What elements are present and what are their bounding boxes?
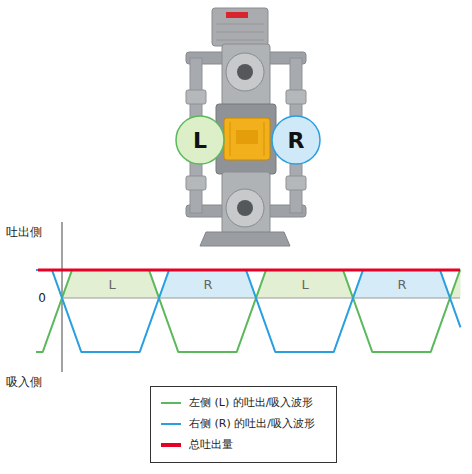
legend-swatch [161, 443, 181, 447]
base [200, 232, 290, 246]
bottom-flange [226, 189, 264, 227]
legend-swatch [161, 402, 181, 404]
motor [212, 8, 268, 46]
chamber-circle: L [175, 115, 225, 165]
valve [286, 90, 306, 104]
drive-rib [230, 122, 231, 156]
valve [186, 176, 206, 190]
zero-line [62, 298, 460, 299]
legend-swatch [161, 423, 181, 425]
axis-label: 0 [38, 291, 46, 305]
valve [186, 90, 206, 104]
legend-row: 总吐出量 [151, 437, 336, 453]
bottom-head [222, 172, 270, 234]
top-flange [226, 53, 264, 91]
drive-unit [224, 118, 270, 160]
band-label: L [108, 277, 115, 292]
bottom-port [237, 200, 253, 216]
motor-fin [216, 32, 264, 33]
circle-shape [272, 116, 320, 164]
drive-rib [264, 122, 265, 156]
chamber-label: L [193, 128, 207, 153]
band-label: R [203, 277, 212, 292]
drive-plate [236, 130, 258, 144]
legend-text: 左侧 (L) 的吐出/吸入波形 [189, 395, 313, 411]
legend-text: 右侧 (R) 的吐出/吸入波形 [189, 416, 315, 432]
top-port [237, 64, 253, 80]
left-waveform [36, 270, 461, 352]
top-head [222, 44, 270, 106]
motor-fin [216, 24, 264, 25]
legend-row: 左侧 (L) 的吐出/吸入波形 [151, 395, 336, 411]
total-discharge-line [38, 269, 460, 272]
valve [286, 176, 306, 190]
chamber-circle: R [271, 115, 321, 165]
band-label: R [397, 277, 406, 292]
axis-label: 吐出側 [6, 224, 42, 241]
chamber-label: R [288, 128, 305, 153]
axis-label: 吸入側 [6, 374, 42, 391]
right-waveform [36, 270, 461, 352]
brand-plate [226, 12, 248, 18]
circle-shape [176, 116, 224, 164]
band-label: L [301, 277, 308, 292]
motor-fin [216, 40, 264, 41]
body [216, 104, 276, 174]
legend-box: 左侧 (L) 的吐出/吸入波形右侧 (R) 的吐出/吸入波形总吐出量 [150, 386, 337, 463]
legend-row: 右侧 (R) 的吐出/吸入波形 [151, 416, 336, 432]
legend-text: 总吐出量 [189, 437, 233, 453]
